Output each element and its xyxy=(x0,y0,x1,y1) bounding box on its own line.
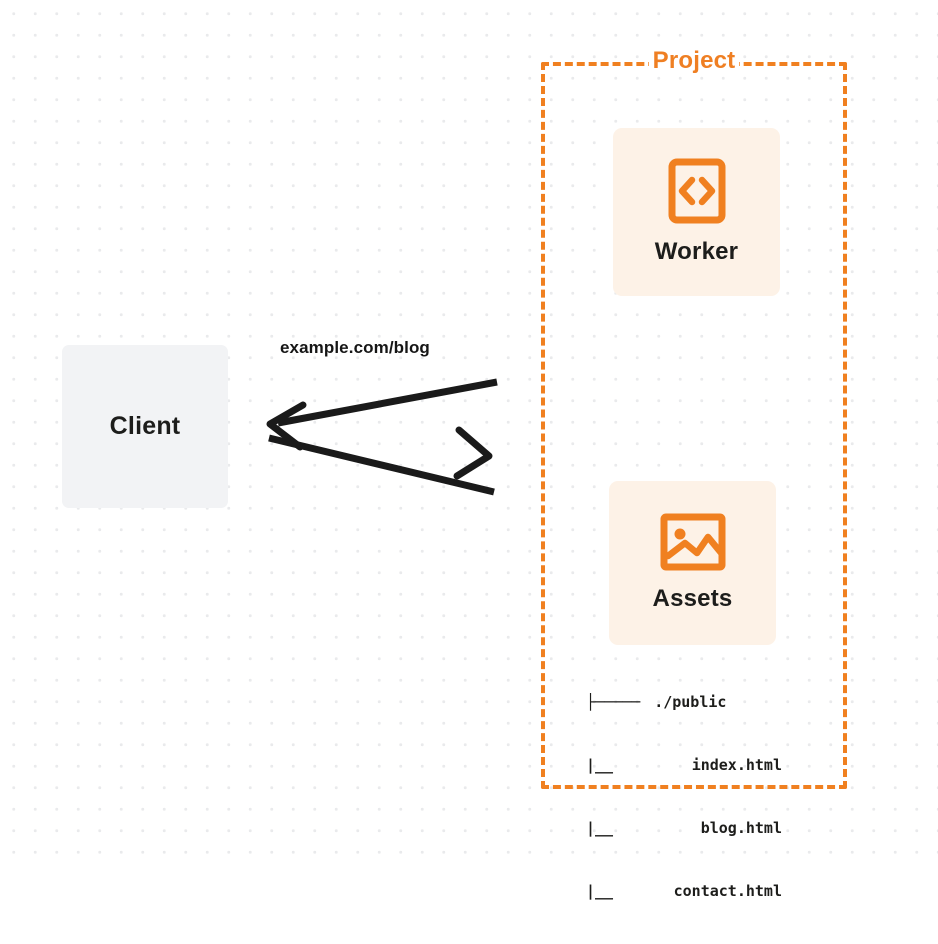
client-node-label: Client xyxy=(109,412,181,440)
assets-node-label: Assets xyxy=(652,585,733,612)
file-tree-row: ├───── ./public xyxy=(586,692,782,713)
file-tree-row: |__ contact.html xyxy=(586,881,782,902)
worker-node[interactable]: Worker xyxy=(613,128,780,296)
worker-node-label: Worker xyxy=(654,238,739,265)
assets-node[interactable]: Assets xyxy=(609,481,776,645)
code-brackets-icon xyxy=(668,158,726,224)
file-tree-name: index.html xyxy=(691,756,782,774)
diagram-canvas: Client example.com/blog Project Worker xyxy=(0,0,938,900)
file-tree-name: contact.html xyxy=(673,882,782,900)
image-icon xyxy=(660,513,726,571)
file-tree-name: blog.html xyxy=(700,819,782,837)
file-tree-row: |__ blog.html xyxy=(586,818,782,839)
file-tree-row: |__ index.html xyxy=(586,755,782,776)
connection-label: example.com/blog xyxy=(280,338,430,357)
file-tree-branch: |__ xyxy=(586,756,614,774)
response-arrow xyxy=(266,378,498,451)
file-tree-branch: |__ xyxy=(586,819,614,837)
request-arrow xyxy=(268,426,495,496)
client-node[interactable]: Client xyxy=(62,345,228,508)
file-tree-name: ./public xyxy=(654,693,727,711)
asset-file-tree: ├───── ./public |__ index.html |__ blog.htm… xyxy=(586,650,782,944)
file-tree-branch: ├───── xyxy=(586,693,641,711)
file-tree-branch: |__ xyxy=(586,882,614,900)
